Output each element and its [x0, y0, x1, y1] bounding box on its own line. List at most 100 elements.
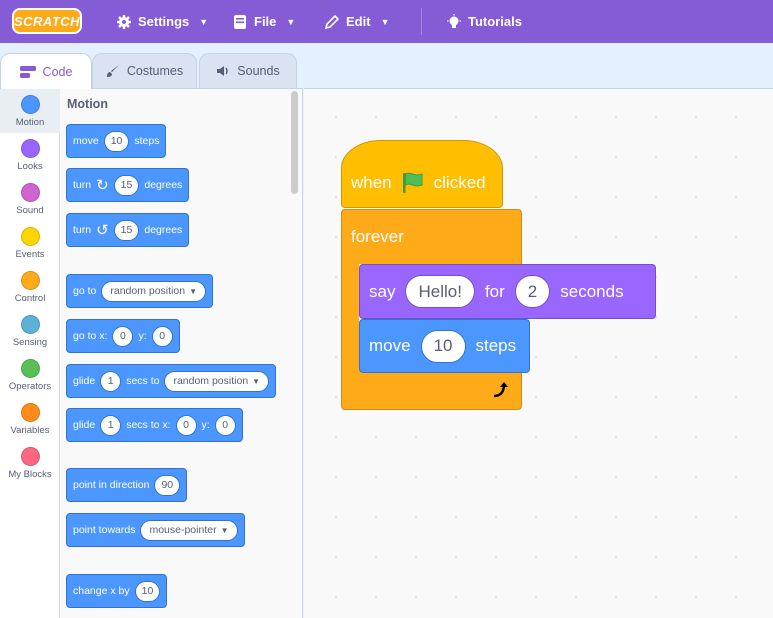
category-menu: Motion Looks Sound Events Control Sensin…: [0, 88, 60, 618]
block-text: move: [73, 135, 99, 147]
code-icon: [19, 65, 36, 78]
category-label: Looks: [17, 161, 43, 172]
scratch-logo[interactable]: SCRATCH: [12, 8, 82, 34]
block-input[interactable]: 15: [113, 219, 140, 241]
caret-down-icon: ▼: [252, 376, 261, 386]
say-message-input[interactable]: Hello!: [405, 275, 475, 308]
block-text: y:: [138, 330, 147, 342]
chevron-down-icon: ▼: [380, 16, 390, 27]
category-control[interactable]: Control: [0, 265, 60, 309]
settings-menu[interactable]: Settings ▼: [116, 0, 208, 43]
tab-costumes-label: Costumes: [126, 64, 184, 78]
when-flag-clicked-block[interactable]: when clicked: [341, 140, 503, 208]
block-point-in-direction[interactable]: point in direction 90: [66, 468, 188, 502]
block-text: forever: [351, 227, 404, 246]
block-input[interactable]: 0: [214, 414, 236, 436]
edit-label: Edit: [346, 14, 371, 29]
block-input[interactable]: 90: [154, 474, 181, 496]
block-text: clicked: [433, 173, 486, 192]
category-label: Events: [15, 249, 45, 260]
block-input[interactable]: 10: [134, 580, 161, 602]
tab-sounds-label: Sounds: [237, 64, 280, 78]
say-seconds-input[interactable]: 2: [514, 275, 551, 308]
palette-scrollbar[interactable]: [291, 91, 298, 194]
block-text: secs to x:: [126, 419, 171, 431]
block-text: degrees: [144, 179, 183, 191]
block-glide-xy[interactable]: glide 1 secs to x: 0 y: 0: [66, 408, 243, 442]
tab-code[interactable]: Code: [0, 53, 92, 89]
gear-icon: [117, 14, 131, 29]
pencil-icon: [324, 14, 340, 29]
block-input[interactable]: 15: [113, 174, 140, 196]
category-sensing[interactable]: Sensing: [0, 309, 60, 353]
block-text: say: [369, 281, 396, 301]
block-text: turn: [73, 179, 92, 191]
tab-costumes[interactable]: Costumes: [92, 53, 197, 88]
block-input[interactable]: 10: [103, 130, 130, 152]
block-text: for: [484, 281, 505, 301]
block-glide[interactable]: glide 1 secs to random position▼: [66, 364, 277, 398]
category-dot-icon: [20, 95, 40, 114]
category-motion[interactable]: Motion: [0, 89, 60, 133]
category-dot-icon: [20, 447, 40, 466]
category-label: Operators: [8, 381, 52, 392]
block-text: go to x:: [73, 330, 108, 342]
move-steps-input[interactable]: 10: [420, 329, 466, 363]
category-dot-icon: [20, 227, 40, 246]
block-dropdown[interactable]: random position▼: [101, 280, 206, 302]
rotate-clockwise-icon: ↻: [96, 177, 109, 194]
category-sound[interactable]: Sound: [0, 177, 60, 221]
green-flag-icon: [402, 172, 423, 193]
forever-block-bottom[interactable]: [341, 370, 522, 410]
category-my-blocks[interactable]: My Blocks: [0, 441, 60, 485]
forever-block[interactable]: forever: [341, 209, 522, 264]
lightbulb-icon: [447, 13, 461, 28]
file-menu[interactable]: File ▼: [232, 0, 295, 43]
block-change-x[interactable]: change x by 10: [66, 574, 168, 608]
file-icon: [234, 14, 246, 29]
move-steps-block[interactable]: move 10 steps: [359, 319, 530, 373]
block-input[interactable]: 0: [112, 325, 134, 347]
block-text: change x by: [73, 585, 130, 597]
brush-icon: [106, 65, 119, 77]
category-label: Motion: [15, 117, 45, 128]
block-dropdown[interactable]: random position▼: [164, 370, 270, 392]
block-text: steps: [134, 135, 160, 147]
dropdown-value: random position: [110, 285, 186, 297]
block-go-to[interactable]: go to random position▼: [66, 274, 213, 308]
block-text: go to: [73, 285, 97, 297]
block-palette: Motion move 10 steps turn ↻ 15 degrees t…: [60, 88, 303, 618]
category-looks[interactable]: Looks: [0, 133, 60, 177]
menu-divider: [421, 8, 422, 35]
block-text: when: [351, 173, 392, 192]
category-dot-icon: [20, 271, 40, 290]
block-text: point towards: [73, 524, 136, 536]
say-for-seconds-block[interactable]: say Hello! for 2 seconds: [359, 264, 656, 319]
tutorials-button[interactable]: Tutorials: [446, 0, 522, 43]
caret-down-icon: ▼: [220, 525, 229, 535]
block-move-steps[interactable]: move 10 steps: [66, 124, 167, 158]
category-dot-icon: [20, 403, 40, 422]
block-dropdown[interactable]: mouse-pointer▼: [140, 519, 238, 541]
category-dot-icon: [20, 315, 40, 334]
rotate-counterclockwise-icon: ↺: [96, 222, 109, 239]
block-text: y:: [201, 419, 210, 431]
editor-tabs: Code Costumes Sounds: [0, 43, 773, 89]
category-events[interactable]: Events: [0, 221, 60, 265]
block-turn-right[interactable]: turn ↻ 15 degrees: [66, 168, 190, 202]
block-input[interactable]: 0: [175, 414, 197, 436]
block-input[interactable]: 1: [100, 414, 122, 436]
caret-down-icon: ▼: [189, 286, 197, 296]
category-operators[interactable]: Operators: [0, 353, 60, 397]
block-go-to-xy[interactable]: go to x: 0 y: 0: [66, 319, 180, 353]
tab-code-label: Code: [42, 64, 73, 79]
block-input[interactable]: 1: [100, 370, 122, 392]
block-turn-left[interactable]: turn ↺ 15 degrees: [66, 213, 190, 247]
chevron-down-icon: ▼: [199, 16, 209, 27]
block-input[interactable]: 0: [151, 325, 173, 347]
edit-menu[interactable]: Edit ▼: [324, 0, 389, 43]
tab-sounds[interactable]: Sounds: [199, 53, 297, 88]
category-variables[interactable]: Variables: [0, 397, 60, 441]
block-point-towards[interactable]: point towards mouse-pointer▼: [66, 513, 245, 547]
category-dot-icon: [20, 139, 40, 158]
